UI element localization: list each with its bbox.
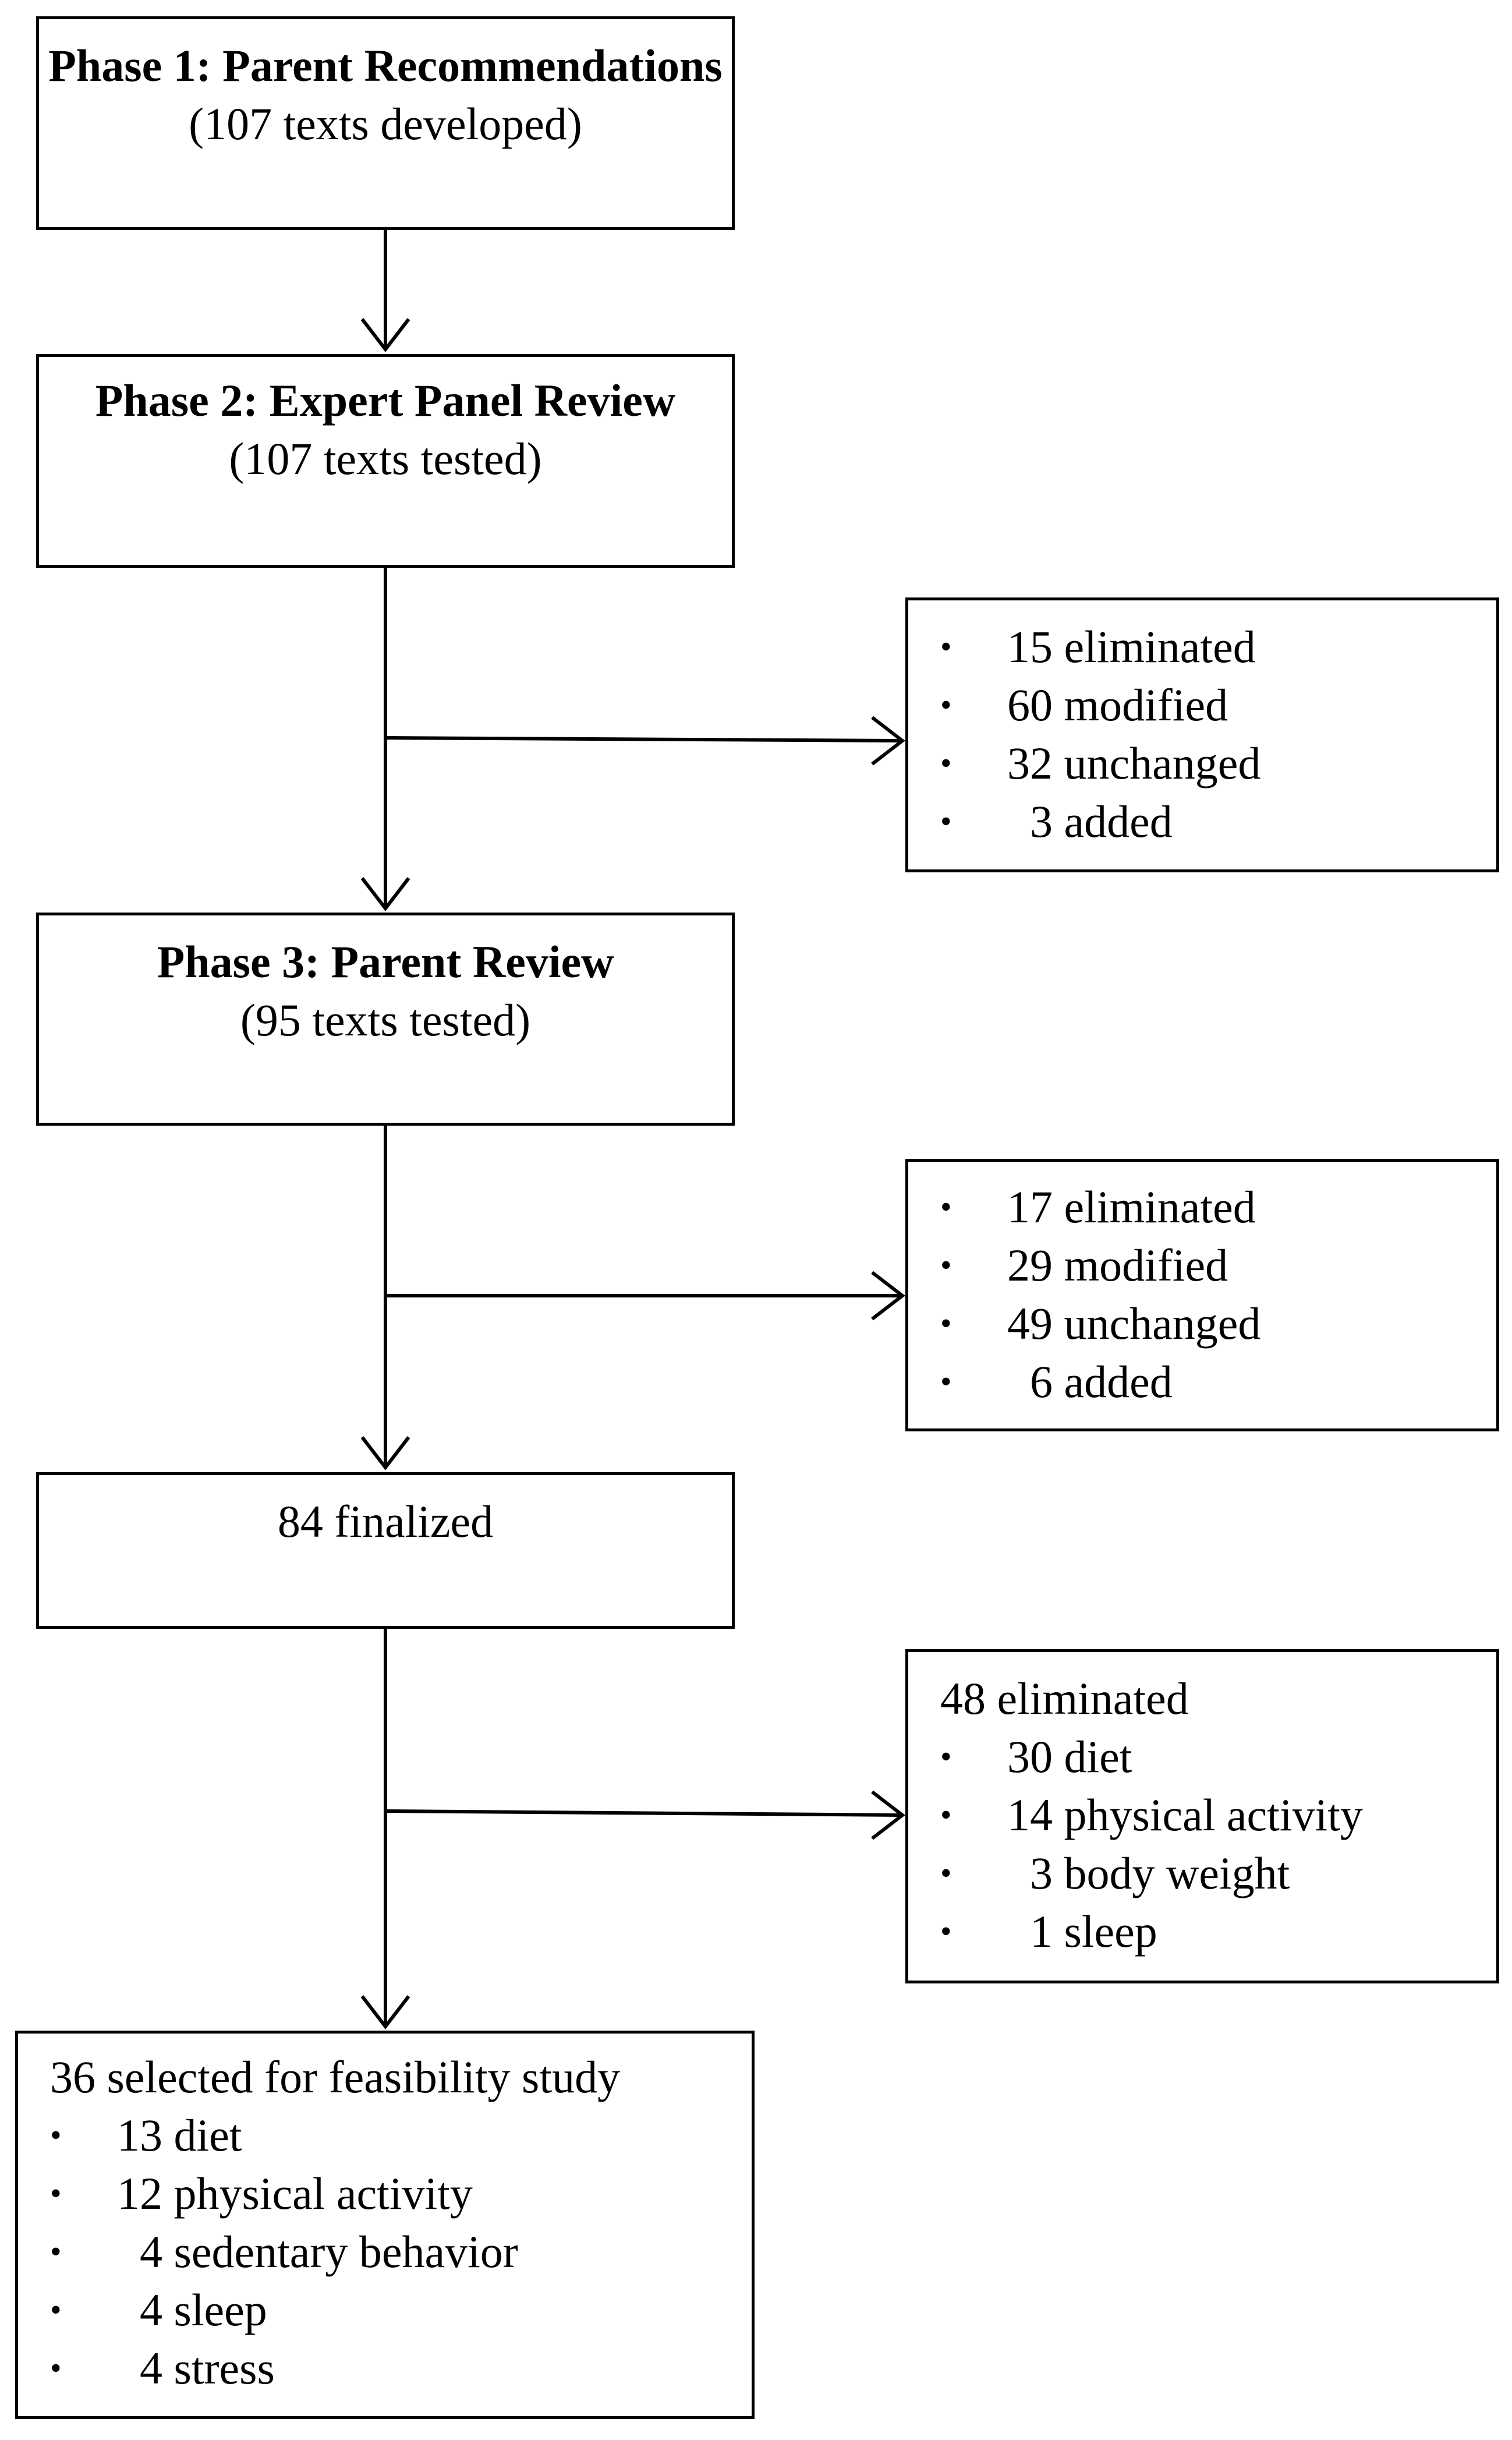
list-item: 14 physical activity: [908, 1786, 1496, 1844]
phase3-outcomes-list: 17 eliminated 29 modified 49 unchanged 6…: [908, 1178, 1496, 1411]
phase3-outcomes-box: 17 eliminated 29 modified 49 unchanged 6…: [905, 1159, 1499, 1431]
phase2-outcomes-box: 15 eliminated 60 modified 32 unchanged 3…: [905, 597, 1499, 872]
list-item: 13 diet: [18, 2106, 752, 2165]
list-item: 60 modified: [908, 676, 1496, 734]
finalized-box: 84 finalized: [36, 1472, 735, 1629]
phase2-box: Phase 2: Expert Panel Review (107 texts …: [36, 354, 735, 568]
list-item: 32 unchanged: [908, 734, 1496, 793]
eliminated-list: 30 diet 14 physical activity 3 body weig…: [908, 1728, 1496, 1961]
arrow-phase1-to-phase2: [360, 230, 410, 352]
list-item: 15 eliminated: [908, 618, 1496, 676]
list-item: 49 unchanged: [908, 1295, 1496, 1353]
arrow-finalized-to-selected: [360, 1629, 410, 2029]
list-item: 4 sleep: [18, 2281, 752, 2339]
finalized-label: 84 finalized: [277, 1496, 494, 1547]
list-item: 4 stress: [18, 2339, 752, 2397]
selected-box: 36 selected for feasibility study 13 die…: [15, 2031, 755, 2419]
list-item: 1 sleep: [908, 1903, 1496, 1961]
eliminated-heading: 48 eliminated: [940, 1673, 1189, 1724]
selected-list: 13 diet 12 physical activity 4 sedentary…: [18, 2106, 752, 2397]
list-item: 30 diet: [908, 1728, 1496, 1786]
phase1-subtitle: (107 texts developed): [189, 98, 582, 149]
list-item: 29 modified: [908, 1236, 1496, 1295]
list-item: 3 added: [908, 793, 1496, 851]
phase1-box: Phase 1: Parent Recommendations (107 tex…: [36, 16, 735, 230]
selected-heading: 36 selected for feasibility study: [50, 2052, 621, 2102]
phase2-title: Phase 2: Expert Panel Review: [95, 375, 676, 426]
list-item: 6 added: [908, 1353, 1496, 1411]
list-item: 12 physical activity: [18, 2165, 752, 2223]
arrow-to-phase2-outcomes: [385, 716, 905, 766]
arrow-to-eliminated-breakdown: [385, 1790, 905, 1840]
phase2-subtitle: (107 texts tested): [229, 433, 542, 484]
eliminated-breakdown-box: 48 eliminated 30 diet 14 physical activi…: [905, 1649, 1499, 1983]
phase3-title: Phase 3: Parent Review: [157, 936, 614, 987]
phase1-title: Phase 1: Parent Recommendations: [48, 40, 723, 91]
list-item: 3 body weight: [908, 1844, 1496, 1903]
phase2-outcomes-list: 15 eliminated 60 modified 32 unchanged 3…: [908, 618, 1496, 851]
phase3-box: Phase 3: Parent Review (95 texts tested): [36, 913, 735, 1126]
list-item: 4 sedentary behavior: [18, 2223, 752, 2281]
arrow-to-phase3-outcomes: [385, 1271, 905, 1321]
phase3-subtitle: (95 texts tested): [240, 995, 531, 1045]
list-item: 17 eliminated: [908, 1178, 1496, 1236]
